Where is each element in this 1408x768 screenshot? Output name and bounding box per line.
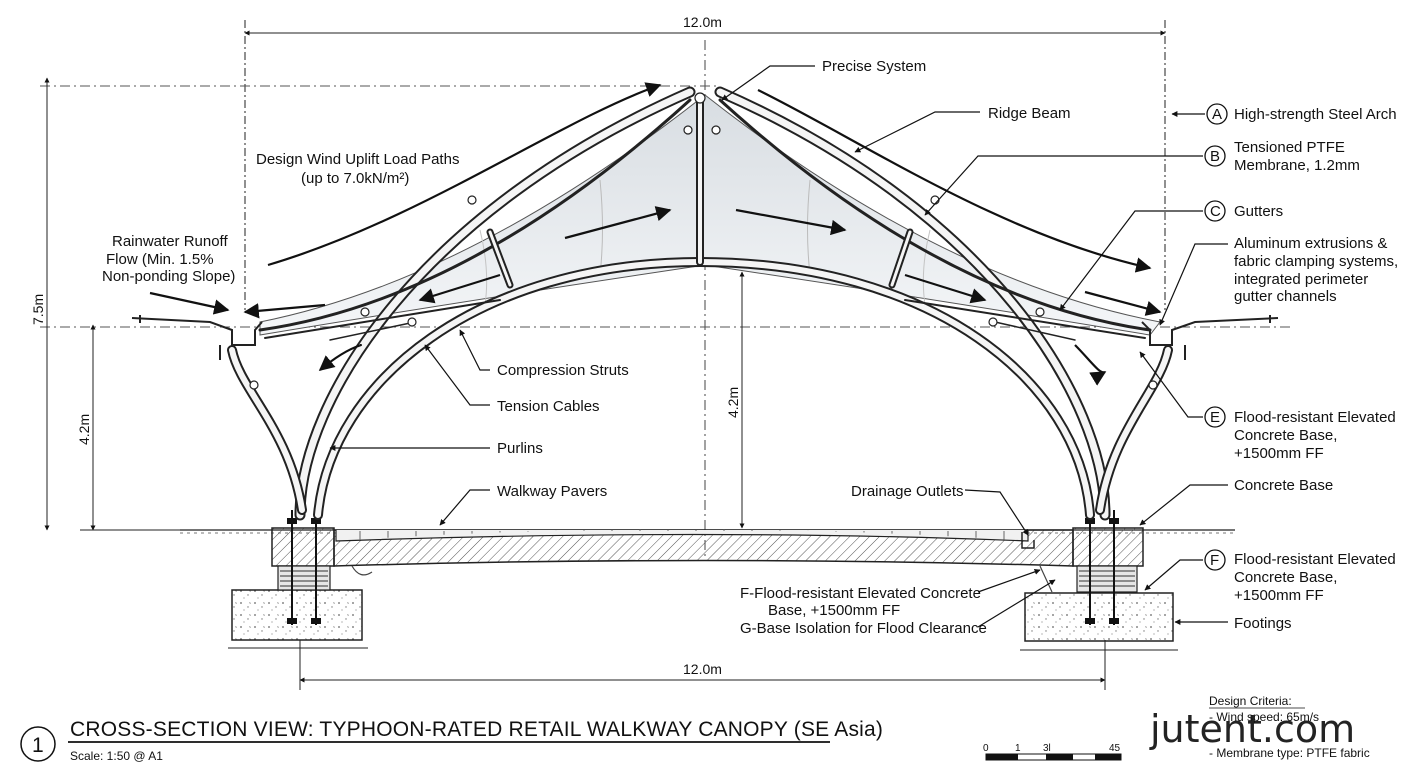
label-tension-cables: Tension Cables bbox=[497, 398, 600, 415]
scale-bar: 0 1 3l 45 bbox=[983, 743, 1122, 761]
legend-a-letter: A bbox=[1212, 106, 1222, 123]
watermark: jutent.com bbox=[1149, 707, 1355, 751]
label-ridge-beam: Ridge Beam bbox=[988, 105, 1071, 122]
ground-and-slab bbox=[180, 510, 1235, 651]
legend-alum-3: integrated perimeter bbox=[1234, 271, 1368, 288]
legend-f-text-1: Flood-resistant Elevated bbox=[1234, 551, 1396, 568]
criteria-line1: - Wind speed: 65m/s bbox=[1209, 710, 1319, 724]
drawing-title: CROSS-SECTION VIEW: TYPHOON-RATED RETAIL… bbox=[70, 718, 883, 741]
scalebar-3: 3l bbox=[1043, 743, 1051, 754]
load-arrows bbox=[149, 82, 1162, 386]
component-legend: A High-strength Steel Arch B Tensioned P… bbox=[1204, 103, 1398, 632]
drawing-scale: Scale: 1:50 @ A1 bbox=[70, 749, 163, 763]
legend-e: E Flood-resistant Elevated Concrete Base… bbox=[1204, 406, 1396, 462]
label-f-base-2: Base, +1500mm FF bbox=[768, 602, 900, 619]
legend-footings: Footings bbox=[1234, 615, 1292, 632]
height-center-label: 4.2m bbox=[725, 387, 741, 418]
legend-e-text-1: Flood-resistant Elevated bbox=[1234, 409, 1396, 426]
paver-joints bbox=[359, 529, 1005, 540]
label-rain-2: Flow (Min. 1.5% bbox=[106, 251, 214, 268]
legend-alum-1: Aluminum extrusions & bbox=[1234, 235, 1387, 252]
legend-e-letter: E bbox=[1210, 409, 1220, 426]
connection-nodes bbox=[249, 92, 1158, 390]
scalebar-1: 1 bbox=[1015, 743, 1021, 754]
legend-c: C Gutters bbox=[1204, 200, 1283, 222]
legend-a-text: High-strength Steel Arch bbox=[1234, 106, 1397, 123]
height-total-label: 7.5m bbox=[30, 294, 46, 325]
label-compression-struts: Compression Struts bbox=[497, 362, 629, 379]
legend-b-text-1: Tensioned PTFE bbox=[1234, 139, 1345, 156]
label-wind-2: (up to 7.0kN/m²) bbox=[301, 170, 409, 187]
criteria-line3: - Membrane type: PTFE fabric bbox=[1209, 746, 1370, 760]
legend-alum-2: fabric clamping systems, bbox=[1234, 253, 1398, 270]
label-drainage-outlets: Drainage Outlets bbox=[851, 483, 964, 500]
legend-a: A High-strength Steel Arch bbox=[1206, 103, 1397, 125]
dimension-labels: 12.0m 12.0m 7.5m 4.2m 4.2m bbox=[30, 14, 741, 677]
gutters bbox=[131, 315, 1279, 360]
legend-f: F Flood-resistant Elevated Concrete Base… bbox=[1204, 549, 1396, 604]
scalebar-0: 0 bbox=[983, 743, 989, 754]
leader-lines bbox=[329, 65, 1228, 628]
label-f-base-1: F-Flood-resistant Elevated Concrete bbox=[740, 585, 981, 602]
legend-aluminum: Aluminum extrusions & fabric clamping sy… bbox=[1234, 235, 1398, 305]
legend-b-letter: B bbox=[1210, 148, 1220, 165]
legend-b: B Tensioned PTFE Membrane, 1.2mm bbox=[1204, 139, 1360, 174]
legend-e-text-3: +1500mm FF bbox=[1234, 445, 1324, 462]
scalebar-45: 45 bbox=[1109, 743, 1121, 754]
legend-alum-4: gutter channels bbox=[1234, 288, 1337, 305]
label-g-base: G-Base Isolation for Flood Clearance bbox=[740, 620, 987, 637]
span-top-label: 12.0m bbox=[683, 14, 722, 30]
callout-labels: Precise System Ridge Beam Design Wind Up… bbox=[102, 58, 1071, 637]
label-precise-system: Precise System bbox=[822, 58, 926, 75]
legend-b-text-2: Membrane, 1.2mm bbox=[1234, 157, 1360, 174]
legend-concrete-base: Concrete Base bbox=[1234, 477, 1333, 494]
label-rain-1: Rainwater Runoff bbox=[112, 233, 228, 250]
legend-c-text: Gutters bbox=[1234, 203, 1283, 220]
legend-c-letter: C bbox=[1210, 203, 1221, 220]
label-wind-1: Design Wind Uplift Load Paths bbox=[256, 151, 459, 168]
label-purlins: Purlins bbox=[497, 440, 543, 457]
design-criteria: Design Criteria: - Wind speed: 65m/s - M… bbox=[1209, 694, 1370, 760]
title-number: 1 bbox=[32, 734, 44, 757]
legend-f-text-3: +1500mm FF bbox=[1234, 587, 1324, 604]
legend-e-text-2: Concrete Base, bbox=[1234, 427, 1337, 444]
legend-f-text-2: Concrete Base, bbox=[1234, 569, 1337, 586]
criteria-heading: Design Criteria: bbox=[1209, 694, 1292, 708]
title-block: 1 CROSS-SECTION VIEW: TYPHOON-RATED RETA… bbox=[20, 718, 883, 763]
span-bottom-label: 12.0m bbox=[683, 661, 722, 677]
label-walkway-pavers: Walkway Pavers bbox=[497, 483, 607, 500]
height-column-label: 4.2m bbox=[76, 414, 92, 445]
steel-arches bbox=[227, 86, 1173, 521]
legend-f-letter: F bbox=[1210, 552, 1219, 569]
label-rain-3: Non-ponding Slope) bbox=[102, 268, 235, 285]
